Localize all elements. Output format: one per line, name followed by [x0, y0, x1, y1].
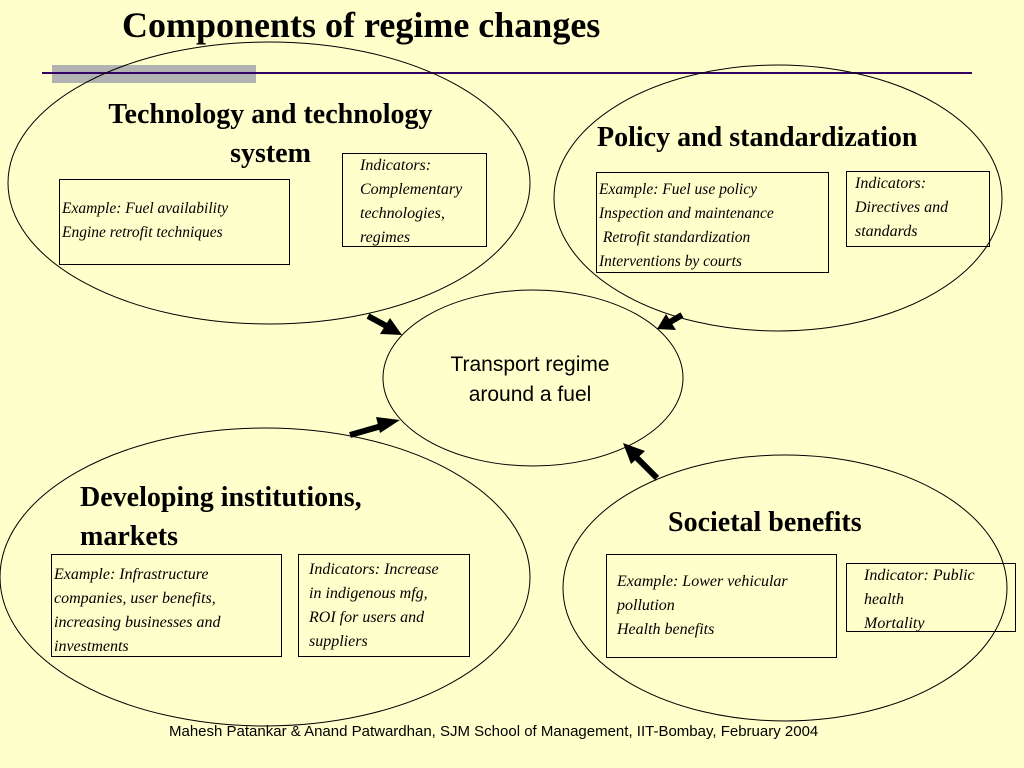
policy-ellipse — [553, 64, 1003, 332]
institutions-ellipse — [0, 427, 531, 727]
arrow-societal-to-center — [623, 443, 660, 481]
policy-example-box: Example: Fuel use policy Inspection and … — [596, 172, 829, 273]
arrow-tech-to-center — [366, 313, 402, 335]
center-label: Transport regime around a fuel — [450, 353, 610, 406]
center-ellipse — [382, 289, 684, 467]
societal-indicators-box: Indicator: Public health Mortality — [846, 563, 1016, 632]
policy-indicators-box: Indicators: Directives and standards — [846, 171, 990, 247]
societal-ellipse — [562, 454, 1008, 722]
title-rule — [42, 72, 972, 74]
institutions-example-box: Example: Infrastructure companies, user … — [51, 554, 282, 657]
title-accent-bar — [52, 65, 256, 83]
tech-indicators-box: Indicators: Complementary technologies, … — [342, 153, 487, 247]
societal-example-box: Example: Lower vehicular pollution Healt… — [606, 554, 837, 658]
tech-heading: Technology and technology system — [108, 99, 433, 170]
arrow-institutions-to-center — [349, 417, 400, 438]
policy-heading: Policy and standardization — [597, 122, 918, 153]
institutions-indicators-box: Indicators: Increase in indigenous mfg, … — [298, 554, 470, 657]
institutions-heading: Developing institutions, markets — [80, 482, 362, 553]
tech-ellipse — [7, 41, 531, 325]
arrow-policy-to-center — [657, 312, 684, 330]
footer-credit: Mahesh Patankar & Anand Patwardhan, SJM … — [169, 723, 819, 740]
page-title: Components of regime changes — [122, 5, 601, 45]
societal-heading: Societal benefits — [668, 507, 862, 538]
tech-example-box: Example: Fuel availability Engine retrof… — [59, 179, 290, 265]
